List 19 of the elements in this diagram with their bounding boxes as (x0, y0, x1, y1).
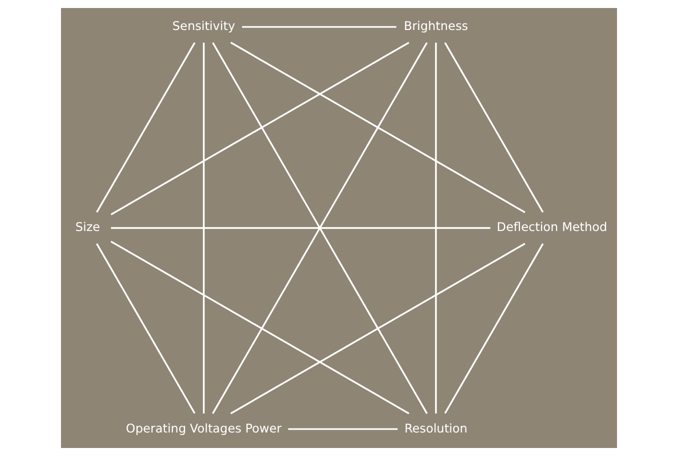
connector (230, 42, 525, 214)
connector (230, 242, 525, 414)
connector (242, 26, 396, 28)
connector (110, 227, 490, 229)
node-text: Size (74, 220, 100, 234)
node-text: Sensitivity (172, 19, 235, 34)
node-text: Brightness (403, 19, 468, 34)
connector (110, 240, 409, 414)
connector (444, 42, 544, 213)
connector (434, 42, 436, 414)
connector (288, 428, 398, 430)
node-text: Deflection Method (496, 220, 607, 234)
node-text: Operating Voltages Power (125, 421, 282, 436)
connector (110, 42, 409, 216)
node-text: Resolution (404, 421, 467, 436)
connector (202, 42, 204, 414)
connector (96, 42, 195, 213)
connector (96, 243, 195, 414)
connector (444, 243, 544, 414)
